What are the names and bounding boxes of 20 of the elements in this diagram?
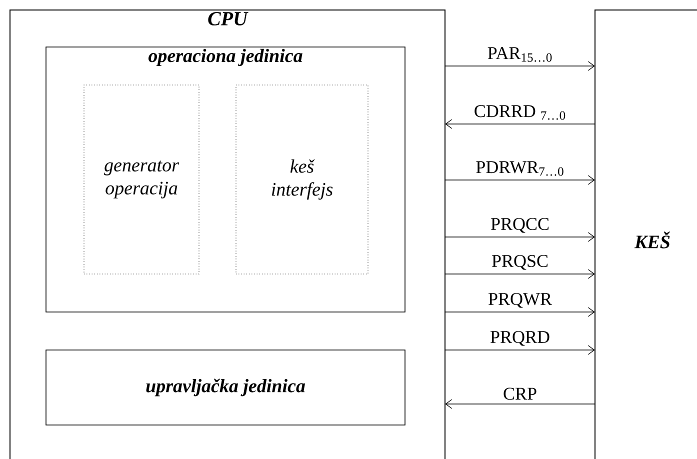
signal-label: PRQWR (487, 292, 553, 309)
arrow (445, 119, 596, 129)
signal-label: CRP (502, 386, 538, 401)
signal-label: PDRWR$_{7…0}$ (474, 160, 566, 177)
signal-label: PAR$_{15…0}$ (486, 46, 554, 63)
arrow (444, 61, 595, 71)
signal-label: CDRRD $_{7…0}$ (472, 104, 568, 121)
module-box: keš interfejs (236, 84, 368, 274)
signal-label: PRQRD (489, 330, 551, 347)
module-box: generator operacija (84, 84, 200, 274)
signal-label: PRQCC (490, 216, 551, 234)
cache-block: KEŠ (594, 10, 697, 459)
arrow (444, 345, 595, 355)
signal-label: PRQSC (490, 254, 550, 271)
arrow (444, 232, 595, 242)
unit-box: upravljačka jedinica (46, 350, 406, 426)
arrow (444, 307, 595, 317)
arrow (445, 399, 596, 409)
arrow (444, 175, 595, 185)
arrow (444, 269, 595, 279)
